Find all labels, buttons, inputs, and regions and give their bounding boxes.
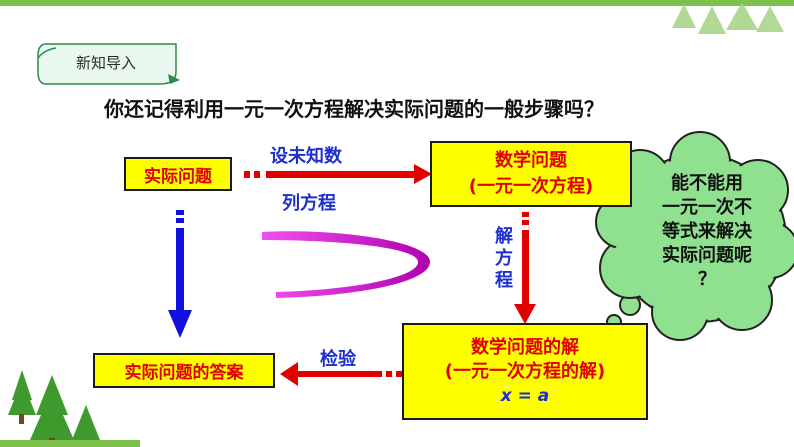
- label-list-equation: 列方程: [282, 193, 336, 214]
- section-tag-label: 新知导入: [76, 54, 137, 72]
- arrow-math-to-solution: [514, 212, 536, 324]
- arrow-real-to-answer: [168, 210, 192, 338]
- label-check: 检验: [320, 349, 356, 370]
- cloud-line-4: 实际问题呢: [662, 245, 752, 266]
- box-math-solution-line2: (一元一次方程的解): [444, 360, 606, 382]
- cloud-line-1: 能不能用: [671, 173, 743, 194]
- box-math-problem: 数学问题 (一元一次方程): [430, 141, 632, 207]
- box-math-solution-line1: 数学问题的解: [471, 336, 579, 358]
- tag-badge-shape: [37, 43, 180, 85]
- bottom-left-trees-icon: [0, 370, 140, 447]
- label-solve-char1: 解: [495, 226, 513, 247]
- label-solve-char2: 方: [495, 248, 513, 269]
- curved-arc-arrow: [262, 231, 430, 298]
- label-set-unknown: 设未知数: [270, 146, 342, 167]
- box-answer: 实际问题的答案: [93, 353, 275, 388]
- cloud-line-2: 一元一次不: [662, 197, 752, 218]
- arrow-real-to-math: [244, 164, 432, 184]
- label-solve-equation: 解 方 程: [494, 226, 514, 292]
- label-solve-char3: 程: [495, 270, 513, 291]
- box-real-problem: 实际问题: [124, 157, 232, 191]
- box-real-problem-text: 实际问题: [144, 166, 212, 187]
- box-math-problem-line2: (一元一次方程): [468, 176, 594, 197]
- box-math-solution: 数学问题的解 (一元一次方程的解) x = a: [402, 323, 648, 420]
- main-question: 你还记得利用一元一次方程解决实际问题的一般步骤吗？: [104, 97, 604, 121]
- top-right-trees-icon: [672, 2, 784, 34]
- top-accent-bar: [0, 0, 794, 6]
- box-math-problem-line1: 数学问题: [495, 150, 567, 171]
- box-answer-text: 实际问题的答案: [124, 363, 244, 383]
- cloud-line-3: 等式来解决: [662, 221, 752, 242]
- box-math-solution-formula: x = a: [500, 385, 550, 406]
- cloud-line-5: ？: [698, 269, 716, 290]
- cloud-question-text: 能不能用 一元一次不 等式来解决 实际问题呢 ？: [642, 172, 772, 292]
- cloud-fill-inner: [604, 140, 790, 332]
- arrow-solution-to-answer: [280, 362, 402, 386]
